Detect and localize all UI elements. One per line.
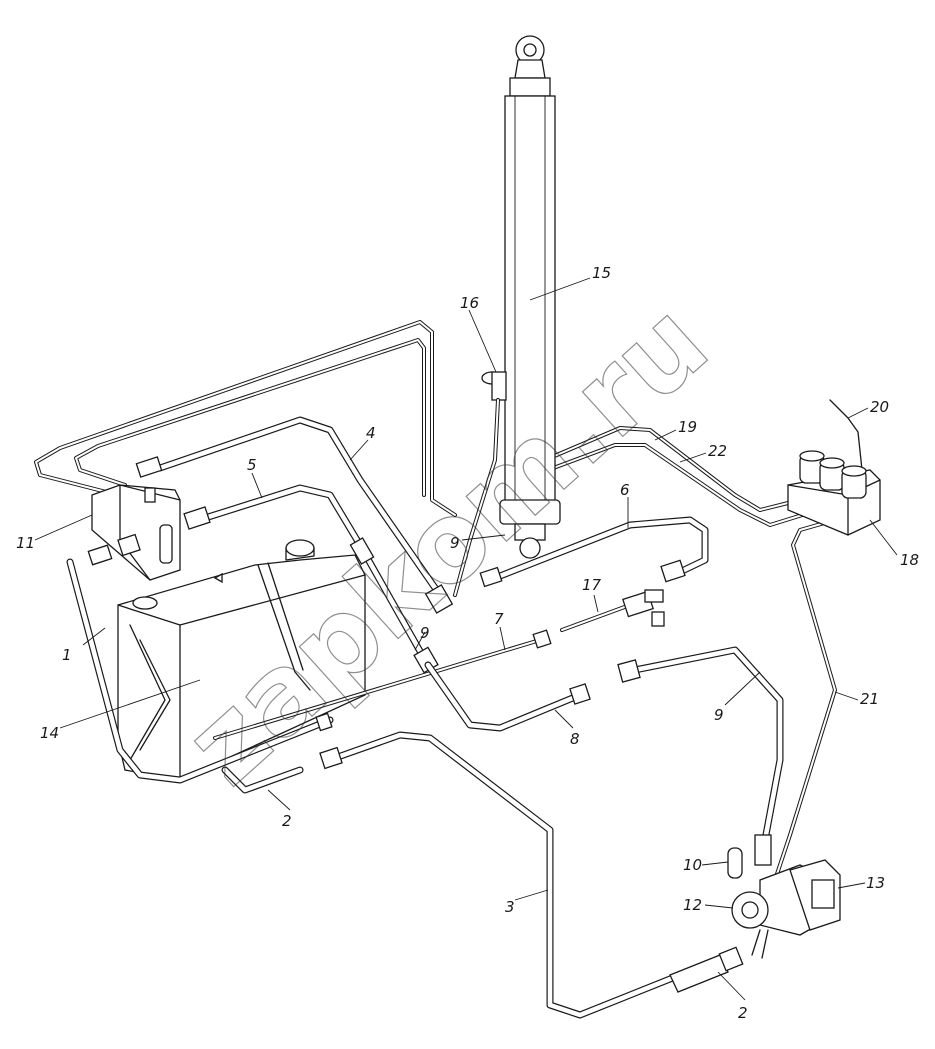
callout-10: 10 [683, 856, 702, 874]
tee-fitting-17 [560, 589, 665, 632]
pipe-8 [424, 661, 591, 732]
pipe-6 [479, 516, 709, 588]
steel-line-20 [829, 399, 863, 471]
callout-17: 17 [582, 576, 602, 594]
callout-3: 3 [505, 898, 515, 916]
hose-4 [135, 416, 454, 614]
callout-21: 21 [860, 690, 879, 708]
hydraulic-tank [117, 539, 366, 781]
callout-4: 4 [366, 424, 376, 442]
pipe-7 [213, 629, 552, 740]
callout-22: 22 [708, 442, 727, 460]
callout-9-middle: 9 [420, 624, 430, 642]
part-10 [727, 847, 743, 879]
valve-16 [453, 371, 507, 597]
pump-assembly [727, 847, 841, 959]
callout-15: 15 [592, 264, 611, 282]
callout-11: 11 [16, 534, 35, 552]
callout-14: 14 [40, 724, 59, 742]
callout-8: 8 [570, 730, 580, 748]
hydraulic-cylinder [499, 35, 561, 559]
valve-block-11 [91, 484, 181, 581]
callout-2-left: 2 [282, 812, 292, 830]
callout-2-right: 2 [738, 1004, 748, 1022]
callout-7: 7 [494, 610, 504, 628]
callout-20: 20 [870, 398, 889, 416]
steel-line-21 [773, 520, 837, 882]
steel-line-19 [543, 426, 802, 512]
callout-9-upper: 9 [450, 534, 460, 552]
leader-lines [34, 277, 898, 1001]
callout-13: 13 [866, 874, 885, 892]
callout-9-right: 9 [714, 706, 724, 724]
pipe-1 [66, 544, 334, 784]
callout-16: 16 [460, 294, 479, 312]
hose-9-right [617, 646, 784, 866]
callout-12: 12 [683, 896, 702, 914]
callouts: 1 2 2 3 4 5 6 7 8 9 9 9 10 11 12 13 14 1… [16, 264, 919, 1022]
watermark: zapkom.ru [162, 278, 732, 809]
valve-block-18 [787, 450, 881, 536]
callout-5: 5 [247, 456, 257, 474]
callout-6: 6 [620, 481, 630, 499]
callout-18: 18 [900, 551, 919, 569]
hose-5 [183, 484, 439, 674]
hose-2-right [669, 946, 744, 993]
hose-2-left [221, 766, 304, 794]
pipe-3 [319, 731, 684, 1019]
callout-19: 19 [678, 418, 697, 436]
steel-line-22 [546, 443, 814, 527]
callout-1: 1 [62, 646, 72, 664]
steel-line-upper-loop [34, 320, 457, 517]
